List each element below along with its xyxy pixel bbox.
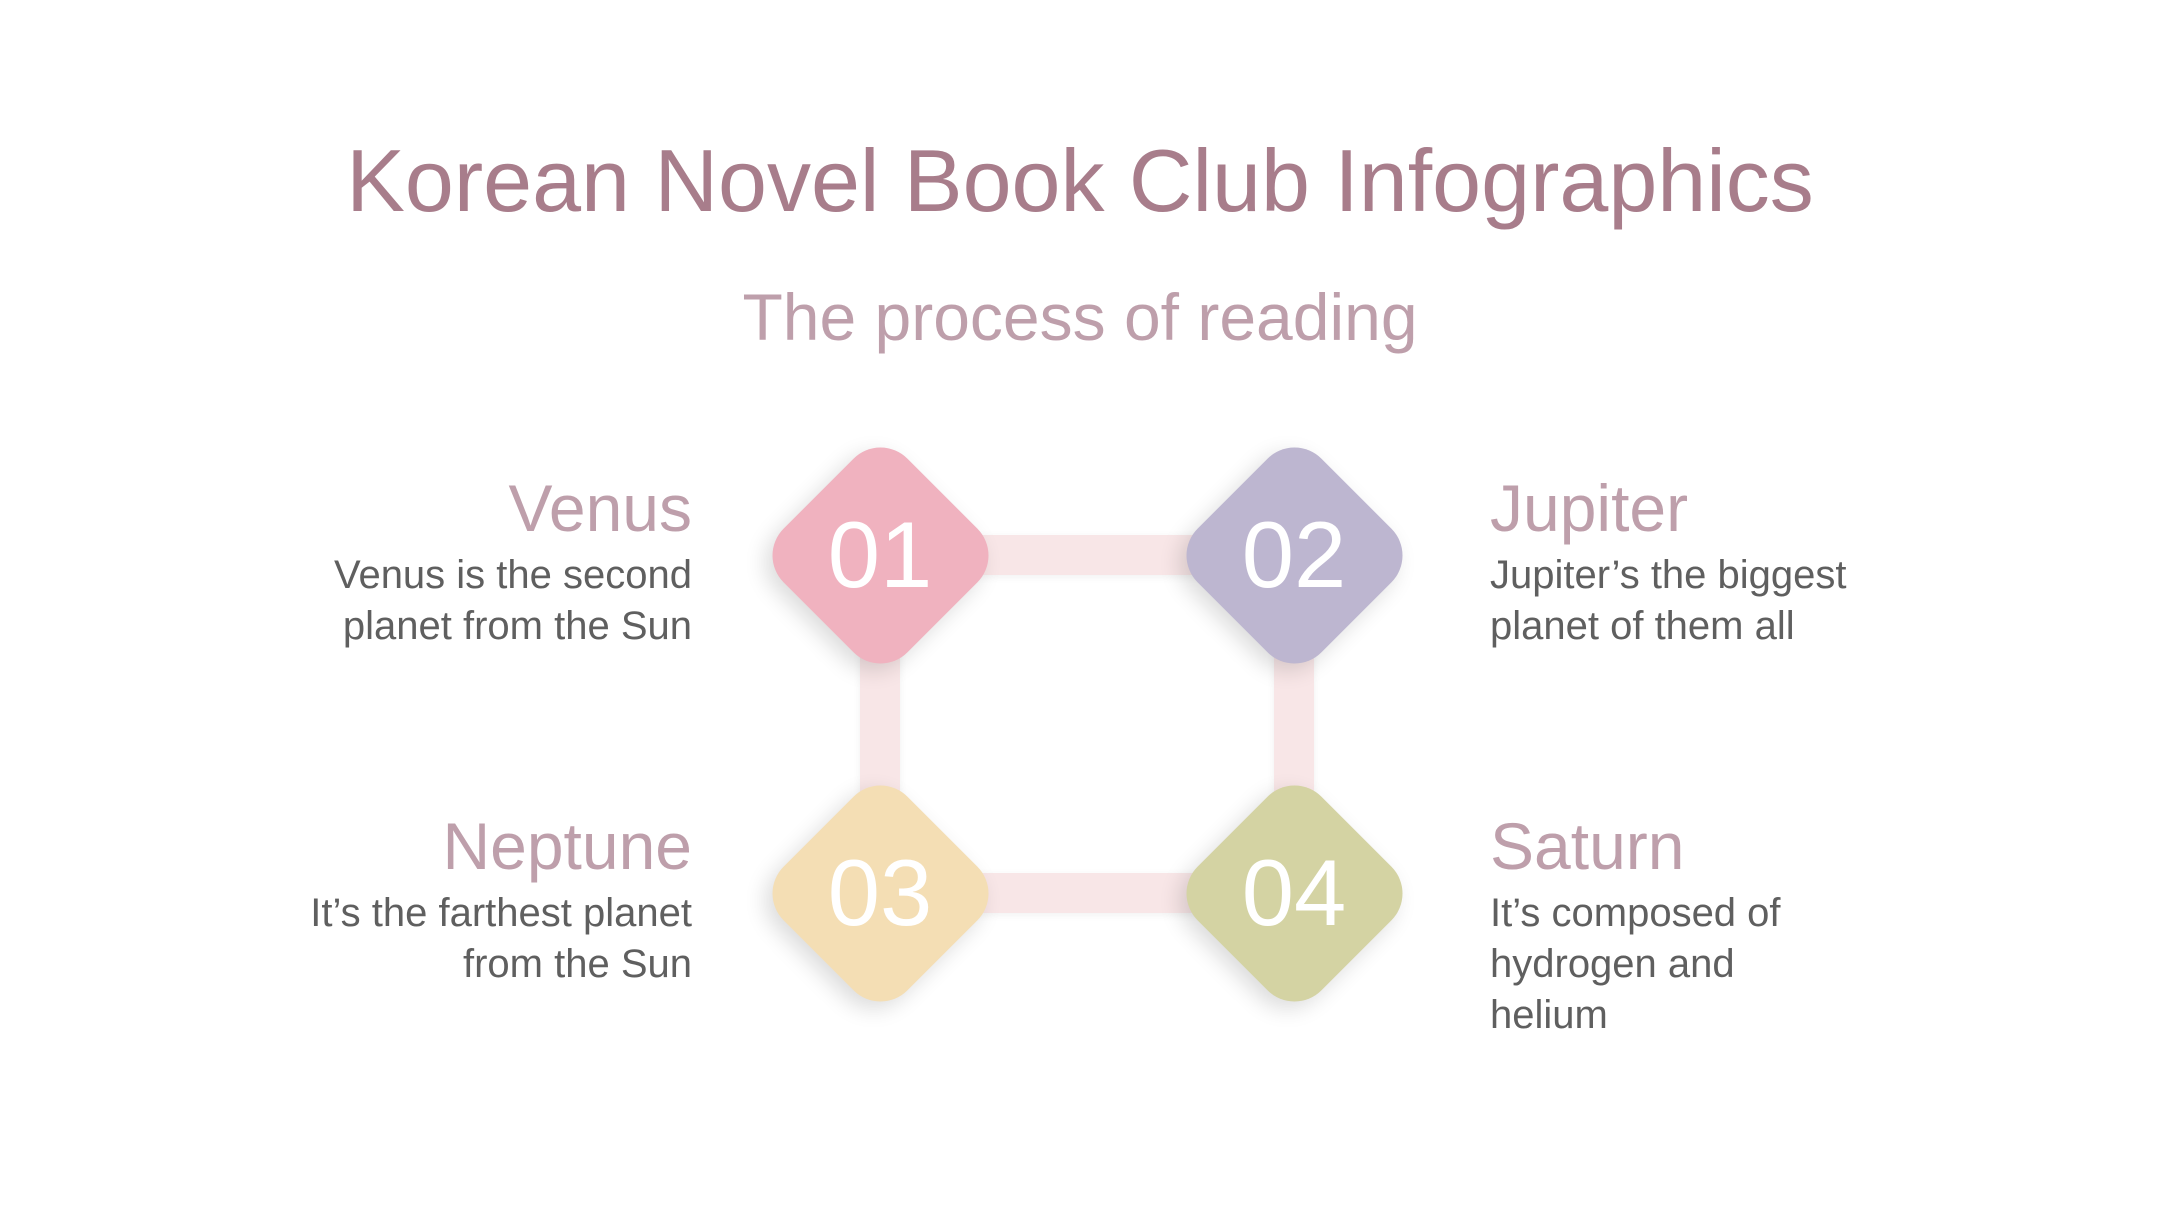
step-description: It’s the farthest planet from the Sun bbox=[310, 891, 692, 986]
step-title: Saturn bbox=[1490, 809, 1685, 883]
badge-02-number: 02 bbox=[1241, 502, 1347, 607]
step-neptune: Neptune It’s the farthest planet from th… bbox=[272, 810, 692, 990]
step-description: Venus is the second planet from the Sun bbox=[333, 553, 692, 648]
badge-04-number: 04 bbox=[1241, 840, 1347, 945]
step-title: Jupiter bbox=[1490, 471, 1689, 545]
step-title: Neptune bbox=[442, 809, 692, 883]
step-venus: Venus Venus is the second planet from th… bbox=[272, 472, 692, 652]
step-description: It’s composed of hydrogen and helium bbox=[1490, 891, 1781, 1037]
step-title: Venus bbox=[508, 471, 693, 545]
page-title: Korean Novel Book Club Infographics bbox=[346, 131, 1814, 230]
step-description: Jupiter’s the biggest planet of them all bbox=[1490, 553, 1847, 648]
badge-03-number: 03 bbox=[827, 840, 933, 945]
step-saturn: Saturn It’s composed of hydrogen and hel… bbox=[1490, 810, 1830, 1041]
badge-01-number: 01 bbox=[827, 502, 933, 607]
page-subtitle: The process of reading bbox=[742, 280, 1418, 354]
step-jupiter: Jupiter Jupiter’s the biggest planet of … bbox=[1490, 472, 1910, 652]
